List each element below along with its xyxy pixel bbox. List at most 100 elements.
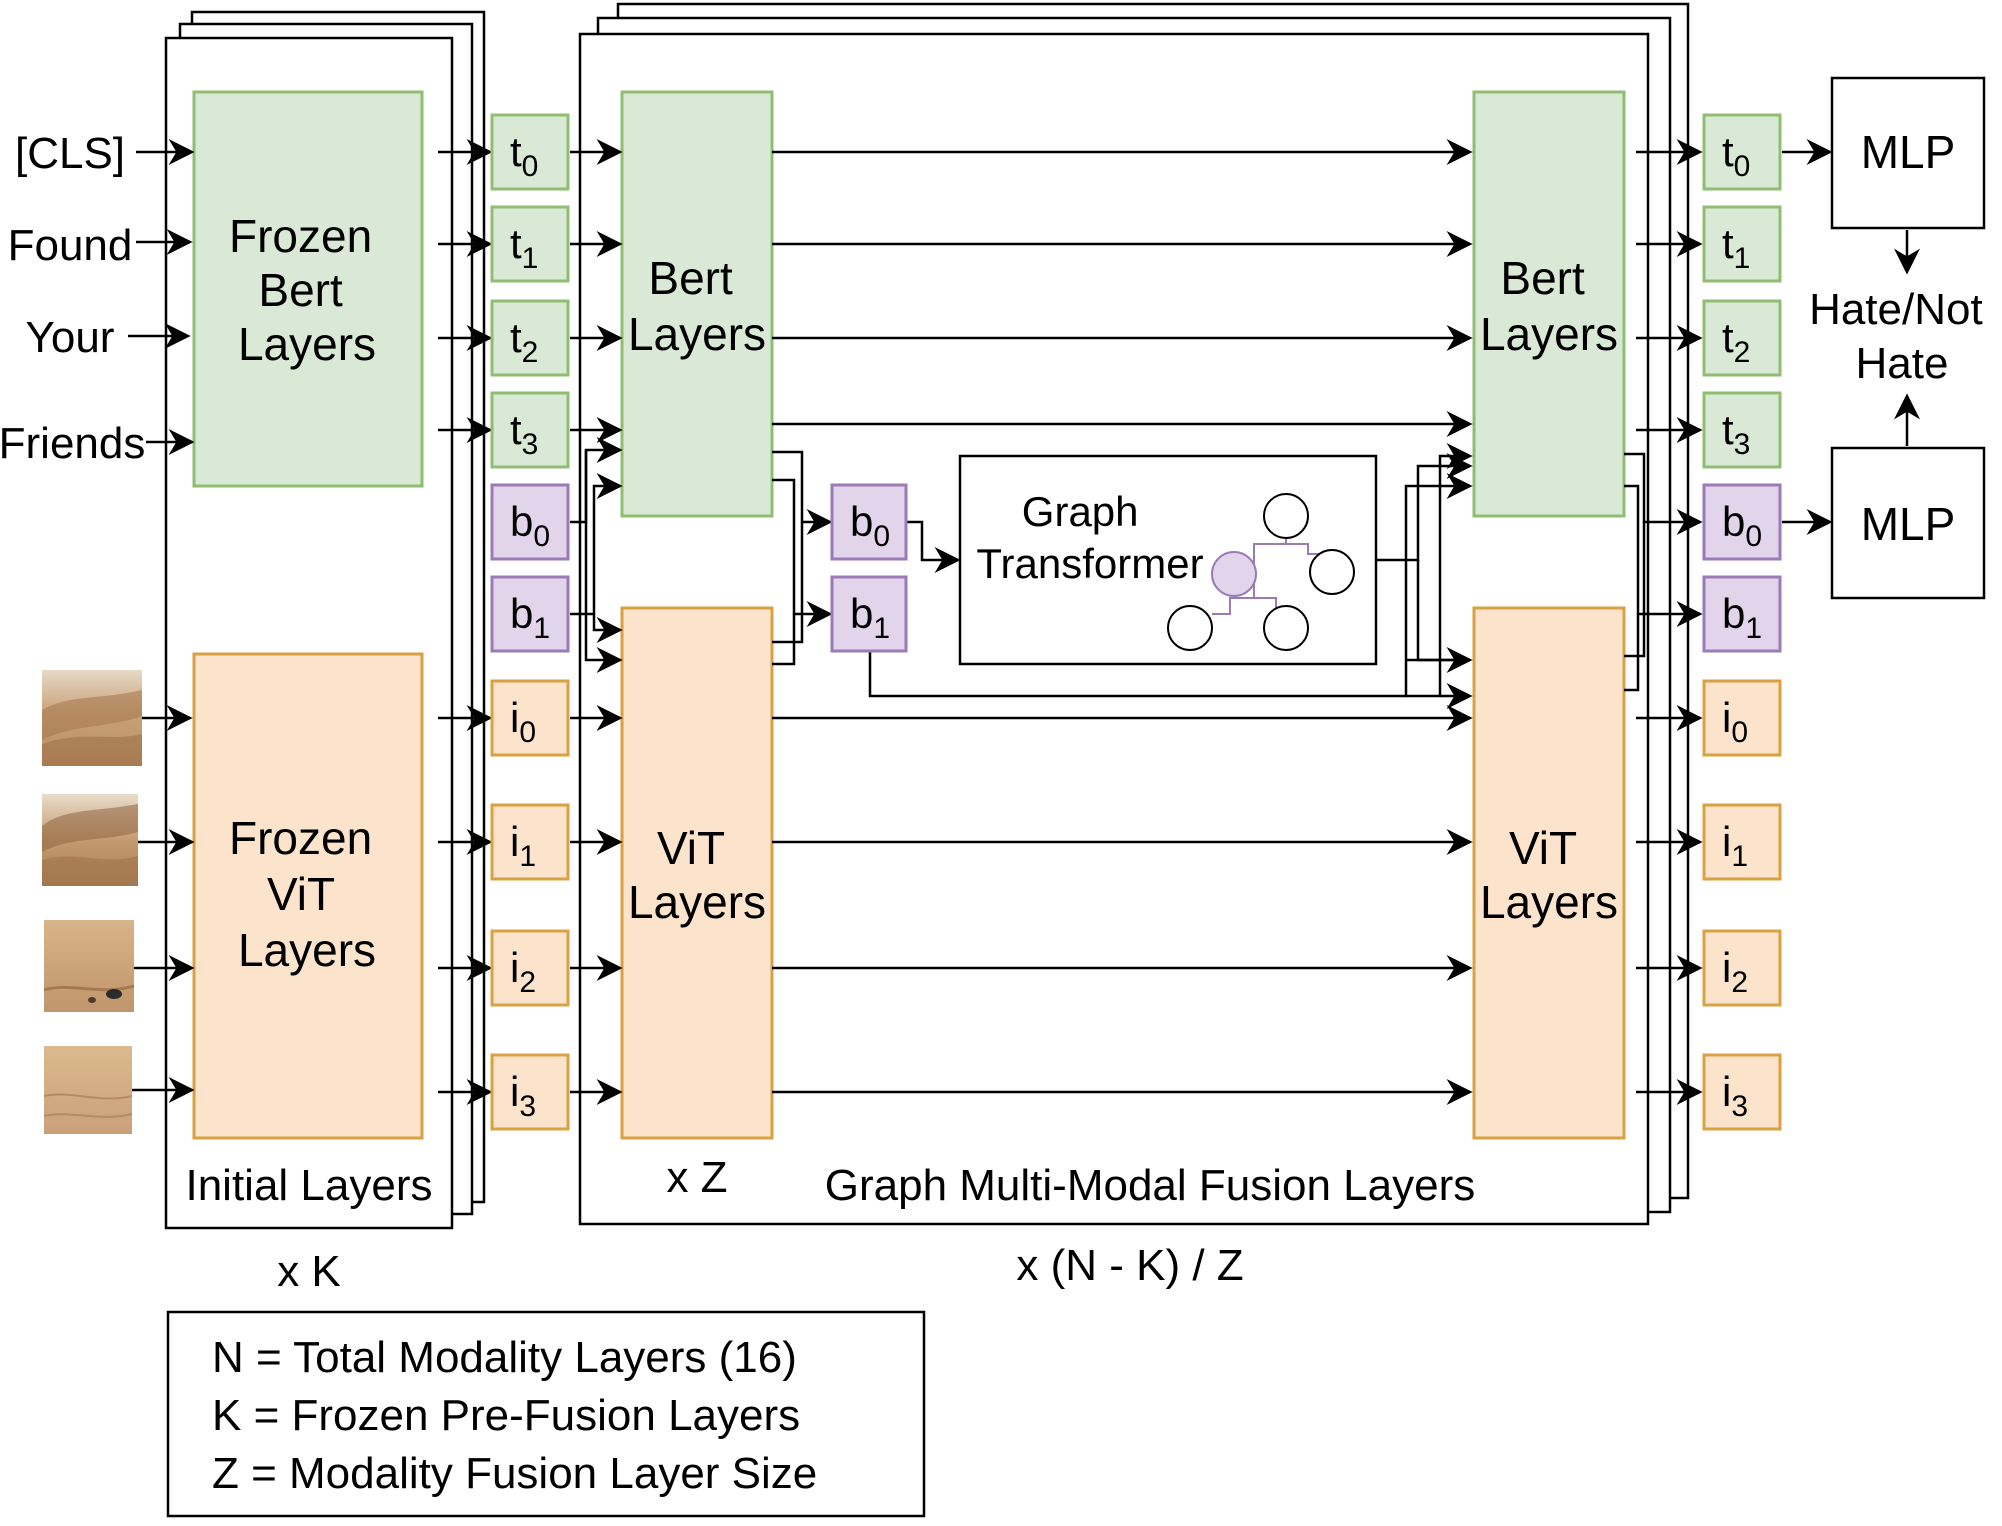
token-initial-text-1-box xyxy=(490,205,570,283)
fusion-vit-left-label-0: ViT xyxy=(657,822,725,874)
token-output-bottleneck-0: b0 xyxy=(1722,498,1762,553)
token-output-image-3-box xyxy=(1702,1053,1782,1131)
desert-image-2 xyxy=(43,920,135,1012)
initial-multiplier: x K xyxy=(277,1247,341,1296)
token-output-text-1: t1 xyxy=(1722,220,1750,275)
graph-transformer-label-1: Transformer xyxy=(976,540,1203,587)
frozen-bert-label-1: Bert xyxy=(258,264,343,316)
token-initial-text-3: t3 xyxy=(510,406,538,461)
token-initial-image-3-box xyxy=(490,1053,570,1131)
input-word-found: Found xyxy=(8,221,133,270)
graph-transformer: Graph Transformer xyxy=(958,454,1378,666)
svg-text:Bert Layers: Bert Layers xyxy=(628,252,766,360)
token-initial-image-0-box xyxy=(490,679,570,757)
fusion-bert-right-label-1: Layers xyxy=(1480,308,1618,360)
desert-image-0 xyxy=(42,670,142,766)
fusion-vit-left-label-1: Layers xyxy=(628,876,766,928)
result-label-0: Hate/Not xyxy=(1809,285,1983,334)
frozen-bert-label-2: Layers xyxy=(238,318,376,370)
graph-node-bottom-left xyxy=(1167,605,1213,651)
fusion-inner-multiplier: x Z xyxy=(666,1153,727,1202)
svg-text:ViT Layers: ViT Layers xyxy=(1480,822,1618,928)
token-output-text-1-box xyxy=(1702,205,1782,283)
token-output-image-3: i3 xyxy=(1722,1068,1748,1123)
graph-node-top xyxy=(1263,493,1309,539)
token-initial-text-2-box xyxy=(490,299,570,377)
legend-line-2: Z = Modality Fusion Layer Size xyxy=(212,1449,817,1498)
token-initial-bottleneck-1: b1 xyxy=(510,590,550,645)
graph-transformer-label-0: Graph xyxy=(1022,488,1139,535)
legend: N = Total Modality Layers (16) K = Froze… xyxy=(166,1310,926,1518)
token-initial-image-3: i3 xyxy=(510,1068,536,1123)
token-layer: t0 t1 t2 t3 t0 t1 t2 t3 b0 b1 b0 b1 b0 b1 i0 i1 i2 i3 i0 i1… xyxy=(490,113,1782,1131)
legend-line-1: K = Frozen Pre-Fusion Layers xyxy=(212,1391,800,1440)
frozen-vit-label-1: ViT xyxy=(267,868,335,920)
svg-text:Frozen ViT Layers: Frozen ViT Layers xyxy=(229,812,385,976)
token-output-text-3: t3 xyxy=(1722,406,1750,461)
fusion-vit-left-block xyxy=(620,606,774,1140)
fusion-vit-right-label-1: Layers xyxy=(1480,876,1618,928)
input-words: [CLS] Found Your Friends xyxy=(0,129,145,468)
token-initial-bottleneck-0-box xyxy=(490,483,570,561)
token-initial-image-1-box xyxy=(490,803,570,881)
fusion-bert-left-label-1: Layers xyxy=(628,308,766,360)
mlp-box-text xyxy=(1830,76,1986,230)
desert-image-3 xyxy=(43,1046,133,1134)
legend-box xyxy=(166,1310,926,1518)
initial-layers-caption: Initial Layers xyxy=(185,1161,432,1210)
token-initial-bottleneck-0: b0 xyxy=(510,498,550,553)
fusion-bert-left-block xyxy=(620,90,774,518)
input-word-cls: [CLS] xyxy=(15,129,125,178)
graph-node-bottom-right xyxy=(1263,605,1309,651)
token-output-bottleneck-1: b1 xyxy=(1722,590,1762,645)
svg-text:Frozen Bert Layers: Frozen Bert Layers xyxy=(229,210,385,370)
input-word-friends: Friends xyxy=(0,419,145,468)
fusion-bert-right-label-0: Bert xyxy=(1500,252,1585,304)
token-output-text-0: t0 xyxy=(1722,128,1750,183)
token-initial-image-0: i0 xyxy=(510,694,536,749)
token-output-image-0: i0 xyxy=(1722,694,1748,749)
token-output-image-1-box xyxy=(1702,803,1782,881)
token-graph-bottleneck-0: b0 xyxy=(850,498,890,553)
token-output-text-2-box xyxy=(1702,299,1782,377)
input-images xyxy=(42,670,142,1134)
mlp-label-text: MLP xyxy=(1861,126,1956,178)
frozen-bert-block xyxy=(192,90,424,488)
svg-text:Bert Layers: Bert Layers xyxy=(1480,252,1618,360)
mlp-box-bottleneck xyxy=(1830,446,1986,600)
frozen-bert-label-0: Frozen xyxy=(229,210,372,262)
token-initial-image-2: i2 xyxy=(510,944,536,999)
fusion-bert-right-block xyxy=(1472,90,1626,518)
frozen-vit-block xyxy=(192,652,424,1140)
token-initial-text-0-box xyxy=(490,113,570,191)
token-initial-text-0: t0 xyxy=(510,128,538,183)
fusion-layers-caption: Graph Multi-Modal Fusion Layers xyxy=(825,1161,1475,1210)
token-initial-image-1: i1 xyxy=(510,818,536,873)
svg-text:Hate/Not Hate: Hate/Not Hate xyxy=(1809,285,1995,388)
token-output-image-1: i1 xyxy=(1722,818,1748,873)
token-output-image-2-box xyxy=(1702,929,1782,1007)
token-graph-bottleneck-1: b1 xyxy=(850,590,890,645)
desert-image-1 xyxy=(42,794,138,886)
token-graph-bottleneck-0-box xyxy=(830,483,908,561)
fusion-vit-right-block xyxy=(1472,606,1626,1140)
token-output-text-2: t2 xyxy=(1722,314,1750,369)
input-word-your: Your xyxy=(26,313,115,362)
token-output-text-3-box xyxy=(1702,391,1782,469)
fusion-bert-left-label-0: Bert xyxy=(648,252,733,304)
graph-node-right xyxy=(1309,549,1355,595)
token-output-image-2: i2 xyxy=(1722,944,1748,999)
frozen-vit-label-2: Layers xyxy=(238,924,376,976)
fusion-vit-right-label-0: ViT xyxy=(1509,822,1577,874)
token-initial-image-2-box xyxy=(490,929,570,1007)
token-output-bottleneck-0-box xyxy=(1702,483,1782,561)
svg-text:ViT Layers: ViT Layers xyxy=(628,822,766,928)
token-output-text-0-box xyxy=(1702,113,1782,191)
graph-node-center xyxy=(1211,551,1257,597)
frozen-vit-label-0: Frozen xyxy=(229,812,372,864)
token-initial-text-1: t1 xyxy=(510,220,538,275)
token-initial-text-2: t2 xyxy=(510,314,538,369)
token-output-image-0-box xyxy=(1702,679,1782,757)
legend-line-0: N = Total Modality Layers (16) xyxy=(212,1333,797,1382)
